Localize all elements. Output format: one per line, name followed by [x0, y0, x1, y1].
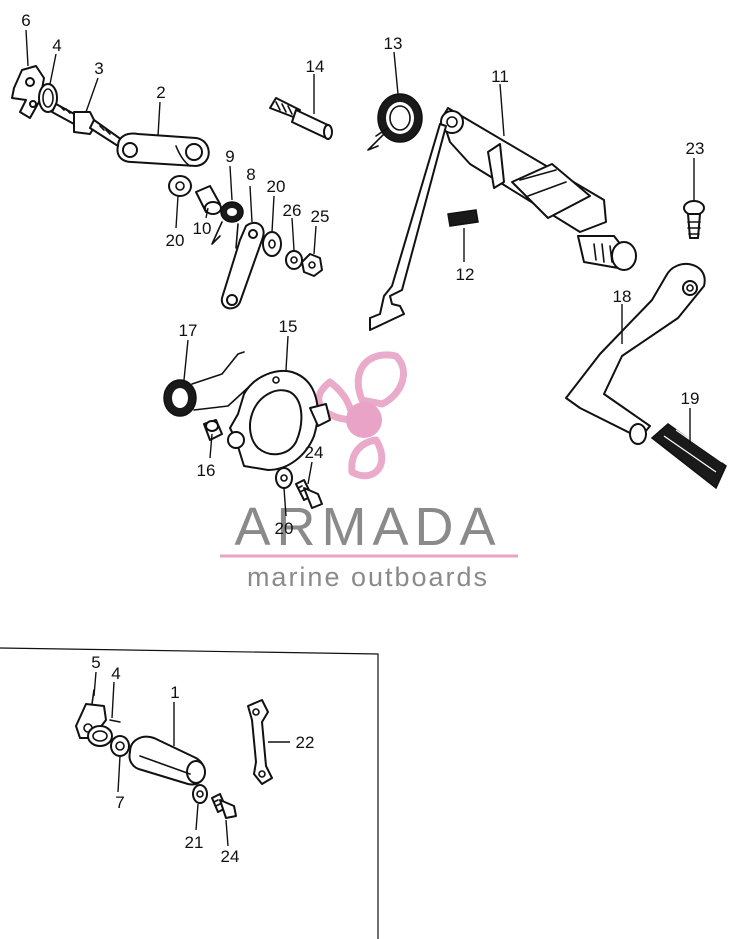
propeller-hub [346, 402, 382, 438]
label-20-lower: 20 [275, 519, 294, 538]
part-7-collar [110, 735, 130, 757]
part-4-ring-inset [87, 719, 121, 747]
label-11: 11 [491, 67, 509, 86]
label-17: 17 [179, 321, 198, 340]
label-9: 9 [225, 147, 234, 166]
label-16: 16 [197, 461, 216, 480]
part-19-grip [650, 423, 727, 490]
label-12: 12 [456, 265, 475, 284]
label-5: 5 [91, 653, 100, 672]
label-15: 15 [279, 317, 298, 336]
part-2-arm [116, 132, 210, 167]
label-21: 21 [185, 833, 204, 852]
part-14-bolt [269, 97, 333, 140]
part-17-spring [163, 351, 253, 417]
part-24-bolt-upper [295, 479, 323, 509]
part-12-spring [447, 209, 479, 227]
label-14: 14 [306, 57, 325, 76]
part-10-collar [195, 185, 222, 215]
label-24-upper: 24 [305, 443, 324, 462]
label-6: 6 [21, 11, 30, 30]
label-7: 7 [115, 793, 124, 812]
leader-lines [25, 29, 695, 847]
label-4: 4 [52, 36, 61, 55]
part-4-ring [38, 83, 58, 113]
label-26: 26 [283, 201, 302, 220]
label-25: 25 [311, 207, 330, 226]
part-21-washer [192, 784, 208, 804]
label-24-lower: 24 [221, 847, 240, 866]
part-20-washer-a [168, 175, 192, 197]
label-2: 2 [156, 83, 165, 102]
part-8-lever [220, 221, 265, 310]
label-10: 10 [193, 219, 212, 238]
label-22: 22 [296, 733, 315, 752]
part-26-washer [285, 250, 303, 270]
label-1: 1 [170, 683, 179, 702]
part-20-washer-b [262, 231, 282, 257]
part-9-spring [211, 201, 244, 249]
part-25-nut [301, 253, 323, 277]
part-24-bolt-lower [211, 793, 237, 819]
label-3: 3 [94, 59, 103, 78]
part-number-labels: 6 4 3 2 20 10 9 8 20 26 25 14 13 11 12 2… [21, 11, 704, 866]
inset-frame [0, 647, 379, 939]
part-23-bolt [683, 200, 705, 239]
propeller-logo [315, 351, 407, 480]
label-23: 23 [686, 139, 705, 158]
watermark-brand: ARMADA [234, 497, 501, 557]
part-1-arm [128, 735, 206, 786]
part-6-clip [11, 65, 45, 119]
part-22-bracket [247, 699, 273, 785]
label-18: 18 [613, 287, 632, 306]
part-18-pedal [565, 262, 706, 445]
label-13: 13 [384, 34, 403, 53]
part-16-collar [203, 419, 223, 441]
watermark-tagline: marine outboards [247, 562, 489, 592]
label-20-left: 20 [166, 231, 185, 250]
label-8: 8 [246, 165, 255, 184]
part-3-shaft [51, 103, 123, 147]
part-11-stand-arm [369, 107, 637, 331]
part-20-washer-c [275, 467, 293, 489]
label-19: 19 [681, 389, 700, 408]
part-15-plate [227, 370, 331, 471]
label-4-inset: 4 [111, 664, 120, 683]
label-20-middle: 20 [267, 177, 286, 196]
part-13-spring [367, 93, 423, 151]
